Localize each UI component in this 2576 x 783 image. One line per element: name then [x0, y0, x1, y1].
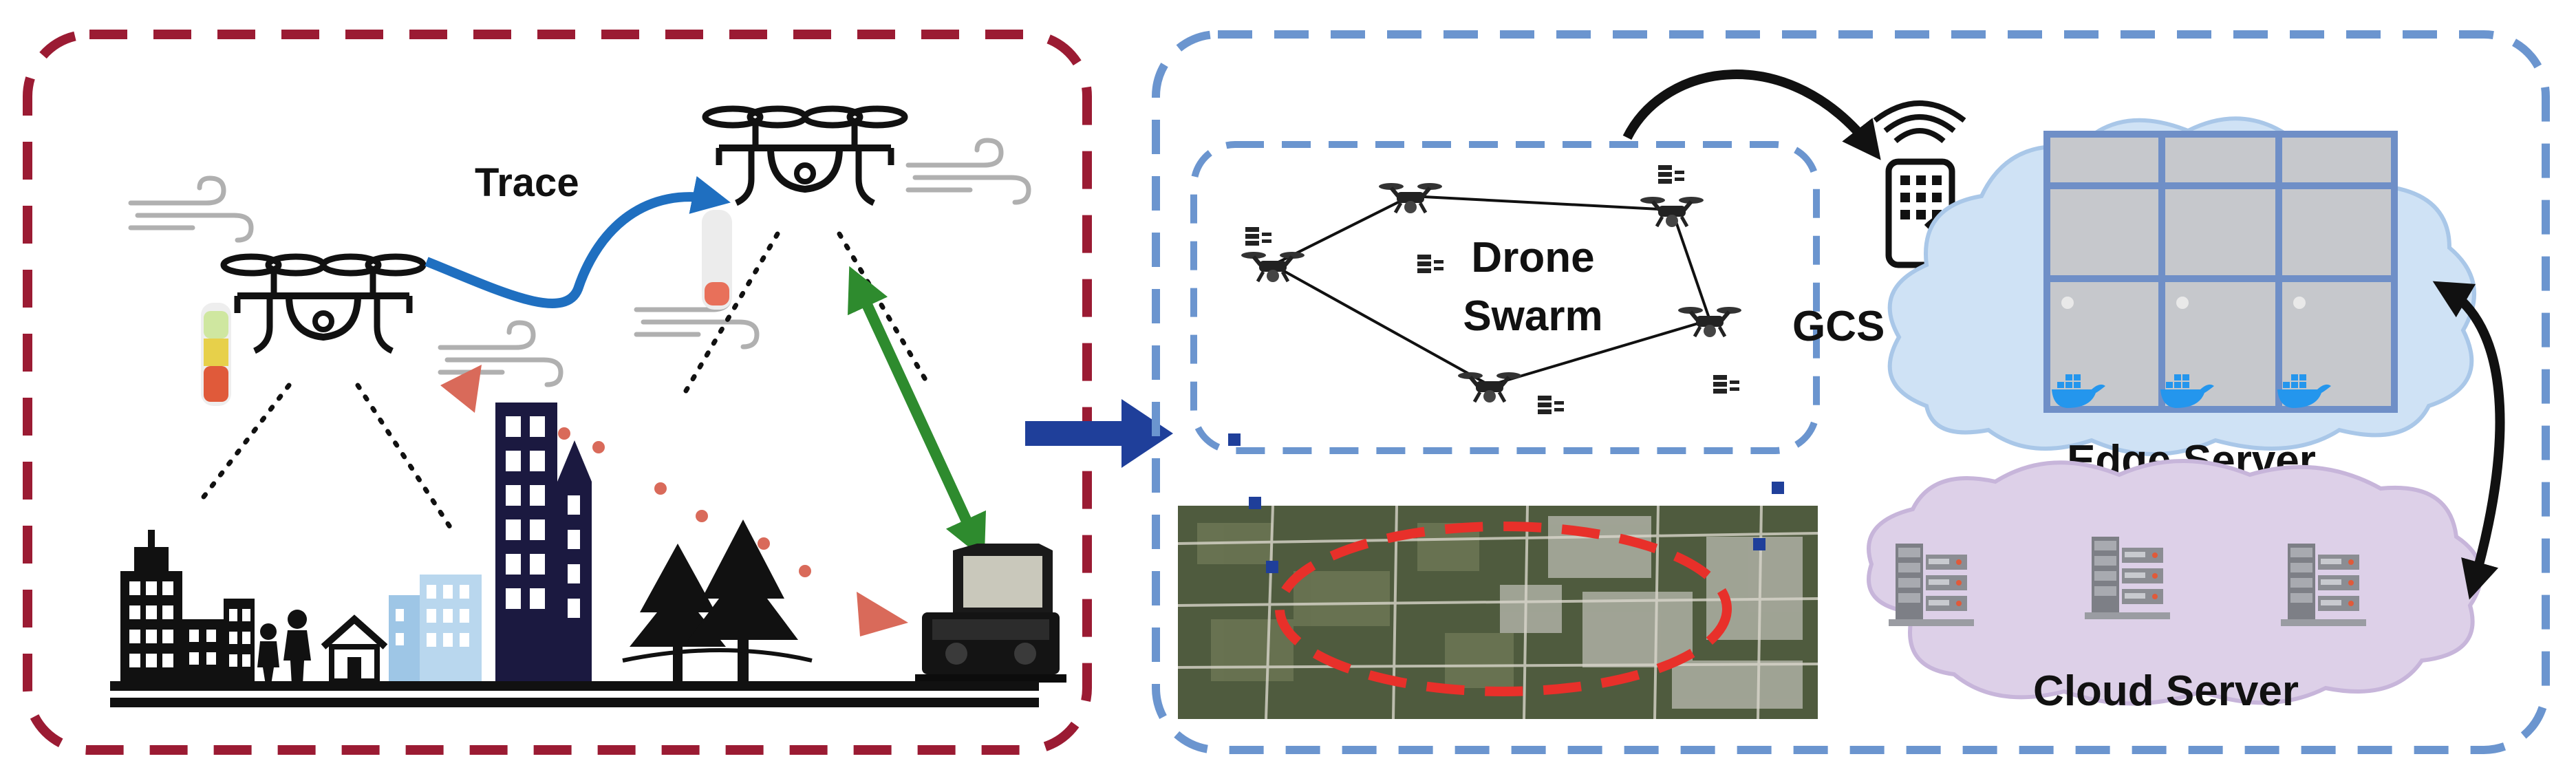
flow-arrow	[1025, 399, 1173, 468]
server-node-icon	[1417, 255, 1443, 273]
battery-gauge-icon	[201, 303, 231, 406]
satellite-map-image	[1177, 433, 1818, 720]
quadcopter-drone-icon	[705, 109, 905, 203]
quadcopter-drone-icon	[224, 257, 423, 351]
cloud-server-label: Cloud Server	[2033, 667, 2299, 715]
drone-swarm-label-line1: Drone	[1471, 234, 1594, 281]
server-node-icon	[1538, 396, 1564, 414]
swarm-drone-icon	[1678, 307, 1741, 337]
server-node-icon	[1245, 227, 1271, 246]
swarm-links	[1272, 195, 1711, 387]
signal-marker	[440, 365, 908, 636]
trace-arrow	[425, 175, 731, 308]
edge-server-rack	[2043, 131, 2398, 413]
edge-cloud-arrow	[2432, 281, 2505, 600]
server-node-icon	[1713, 375, 1739, 394]
right-panel-frame	[1152, 30, 2550, 754]
pedestrians-icon	[257, 610, 311, 685]
drone-swarm-frame	[1190, 141, 1820, 454]
wind-icon	[131, 178, 251, 240]
ground-control-station-icon	[915, 544, 1066, 683]
house-icon	[321, 614, 388, 684]
swarm-to-gcs-arrow	[1622, 69, 1881, 160]
drone-view-cone	[197, 231, 932, 536]
server-node-icon	[1658, 165, 1684, 184]
battery-gauge-icon	[702, 210, 732, 310]
trace-label: Trace	[475, 160, 579, 205]
city-skyline-icon	[120, 403, 592, 681]
swarm-drone-icon	[1640, 197, 1704, 227]
map-route-loop	[1275, 522, 1732, 696]
swarm-drone-icon	[1458, 372, 1521, 403]
drone-swarm-label-line2: Swarm	[1463, 292, 1602, 340]
wind-icon	[636, 285, 757, 347]
left-panel-frame	[23, 30, 1092, 755]
pine-trees-icon	[622, 519, 813, 681]
wind-icon	[440, 323, 561, 385]
ground-link-arrow	[847, 266, 987, 560]
ground-line	[110, 681, 1039, 707]
wind-icon	[908, 140, 1029, 202]
